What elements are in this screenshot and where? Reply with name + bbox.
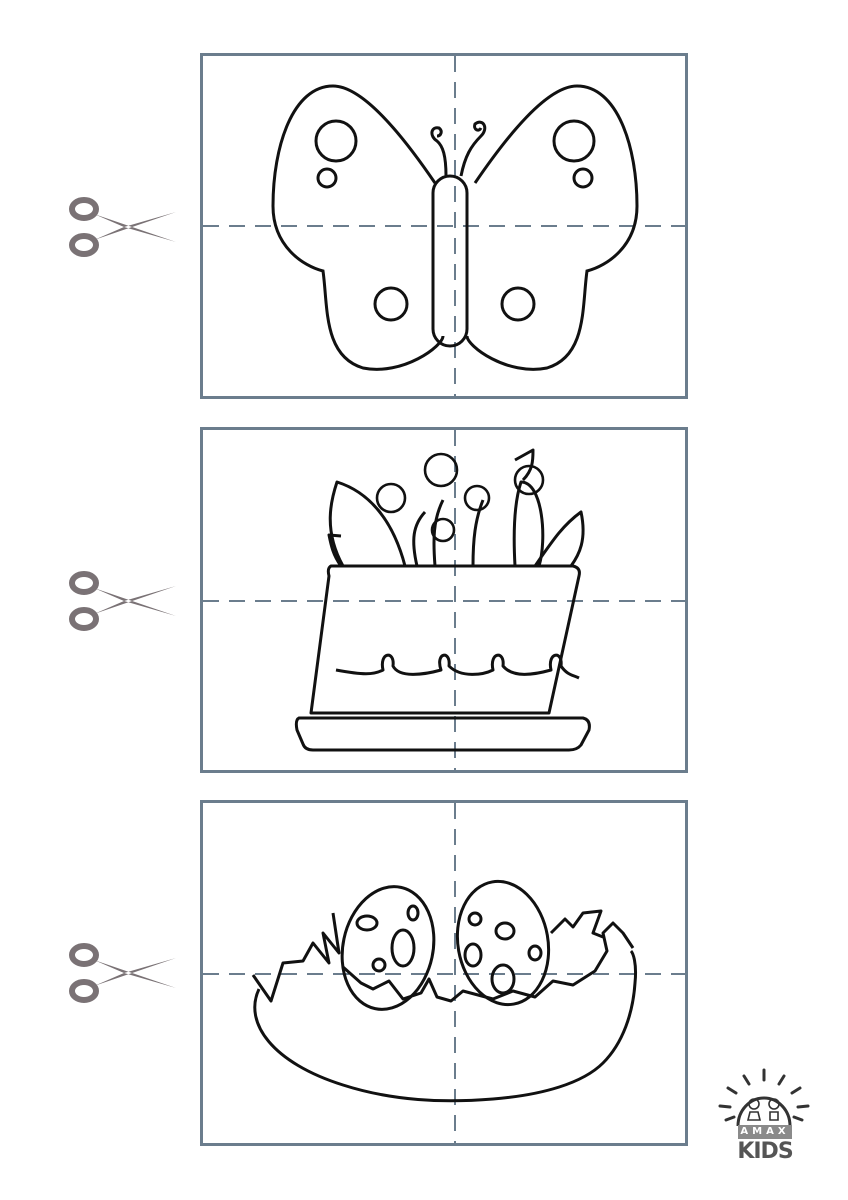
scissors-icon <box>69 197 176 257</box>
logo-text-kids: KIDS <box>737 1139 793 1164</box>
scissors-icon <box>69 943 176 1003</box>
sun-icon <box>718 1068 810 1127</box>
logo-text-amax: AMAX <box>738 1125 792 1139</box>
amax-kids-logo: AMAX KIDS <box>712 1064 816 1176</box>
scissors-icon <box>69 571 176 631</box>
puzzle-card-butterfly[interactable] <box>200 53 688 399</box>
puzzle-card-nest-with-eggs[interactable] <box>200 800 688 1146</box>
butterfly-illustration <box>203 56 685 396</box>
flower-pot-illustration <box>203 430 685 770</box>
nest-with-eggs-illustration <box>203 803 685 1143</box>
puzzle-card-flower-pot[interactable] <box>200 427 688 773</box>
